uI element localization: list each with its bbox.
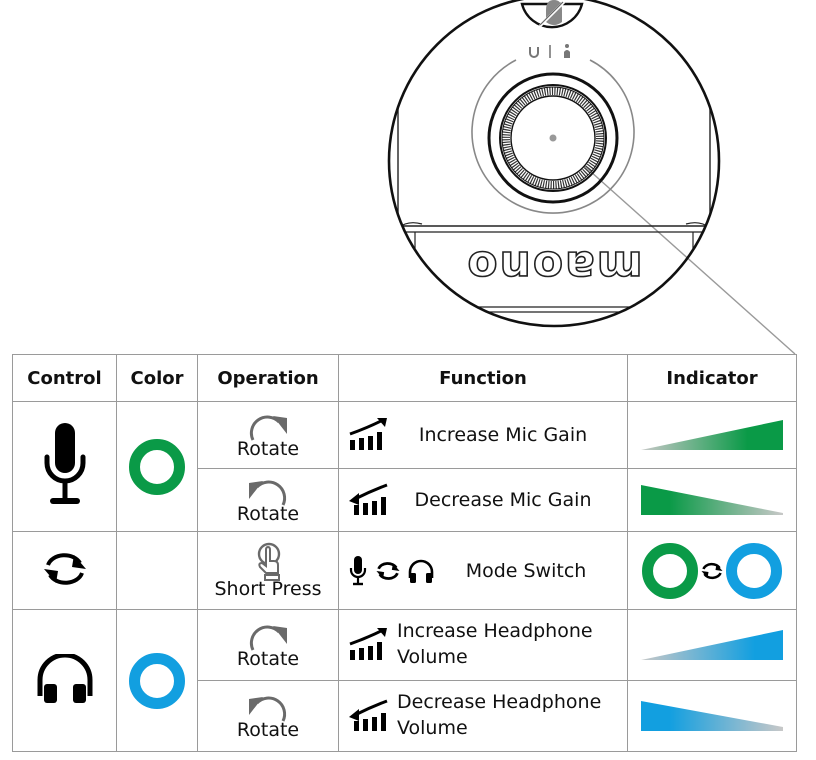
indicator-cell	[627, 531, 797, 610]
mic-mode-icon	[564, 44, 570, 58]
mic-mute-icon	[538, 0, 566, 28]
control-cell-mode	[12, 531, 117, 610]
operation-label: Rotate	[236, 718, 300, 741]
control-table: Control Color Operation Function Indicat…	[12, 354, 797, 752]
green-ring-icon	[129, 438, 185, 495]
rotate-counterclockwise-icon	[249, 696, 287, 722]
switch-cycle-icon	[701, 562, 723, 579]
blue-ring-icon	[726, 542, 782, 599]
headphone-icon	[408, 559, 434, 583]
green-ring-swap-blue-ring-indicator	[628, 532, 796, 609]
indicator-cell	[627, 468, 797, 532]
header-color: Color	[116, 354, 198, 402]
increase-level-icon	[349, 418, 387, 450]
operation-cell: Short Press	[197, 531, 339, 610]
rotate-clockwise-icon	[249, 625, 287, 651]
operation-cell: Rotate	[197, 680, 339, 752]
function-cell: Increase Mic Gain	[338, 401, 628, 469]
device-illustration: maono	[387, 0, 796, 355]
function-label: Decrease Mic Gain	[414, 489, 592, 511]
switch-cycle-icon	[43, 552, 86, 585]
operation-cell: Rotate	[197, 468, 339, 532]
control-cell-mic	[12, 401, 117, 532]
blue-ramp-down-indicator	[641, 701, 783, 731]
operation-label: Short Press	[214, 578, 322, 600]
color-cell-blue	[116, 609, 198, 752]
headphone-icon	[37, 652, 92, 703]
control-cell-headphone	[12, 609, 117, 752]
indicator-cell	[627, 609, 797, 681]
function-cell: Decrease Mic Gain	[338, 468, 628, 532]
operation-label: Rotate	[236, 437, 300, 460]
operation-cell: Rotate	[197, 401, 339, 469]
finger-press-icon	[257, 542, 281, 581]
function-cell: Mode Switch	[338, 531, 628, 610]
increase-level-icon	[349, 628, 387, 660]
rotary-knob	[487, 72, 619, 204]
green-ramp-up-indicator	[641, 420, 783, 450]
decrease-level-icon	[349, 483, 388, 515]
leader-line	[552, 137, 796, 355]
header-operation: Operation	[197, 354, 339, 402]
green-ring-icon	[642, 542, 698, 599]
operation-label: Rotate	[236, 647, 300, 670]
table-row: Short Press	[12, 531, 797, 610]
magnifier-circle	[387, 0, 721, 328]
svg-text:maono: maono	[465, 241, 642, 292]
header-control: Control	[12, 354, 117, 402]
microphone-icon	[44, 422, 85, 504]
indicator-cell	[627, 401, 797, 469]
color-cell-green	[116, 401, 198, 532]
operation-cell: Rotate	[197, 609, 339, 681]
headphone-mode-icon	[529, 47, 539, 58]
function-label: Mode Switch	[465, 559, 587, 582]
table-header-row: Control Color Operation Function Indicat…	[12, 354, 797, 402]
microphone-icon	[349, 555, 367, 585]
color-cell-empty	[116, 531, 198, 610]
header-function: Function	[338, 354, 628, 402]
blue-ramp-up-indicator	[641, 630, 783, 660]
rotate-counterclockwise-icon	[249, 480, 287, 506]
rotate-clockwise-icon	[249, 415, 287, 441]
header-indicator: Indicator	[627, 354, 797, 402]
indicator-cell	[627, 680, 797, 752]
decrease-level-icon	[349, 699, 388, 731]
blue-ring-icon	[129, 652, 185, 709]
green-ramp-down-indicator	[641, 485, 783, 515]
switch-cycle-icon	[376, 561, 400, 580]
brand-logo: maono	[465, 240, 644, 293]
operation-label: Rotate	[236, 502, 300, 525]
function-label: Increase Mic Gain	[418, 424, 588, 446]
table-row: Rotate Increase Mic Gain	[12, 401, 797, 532]
